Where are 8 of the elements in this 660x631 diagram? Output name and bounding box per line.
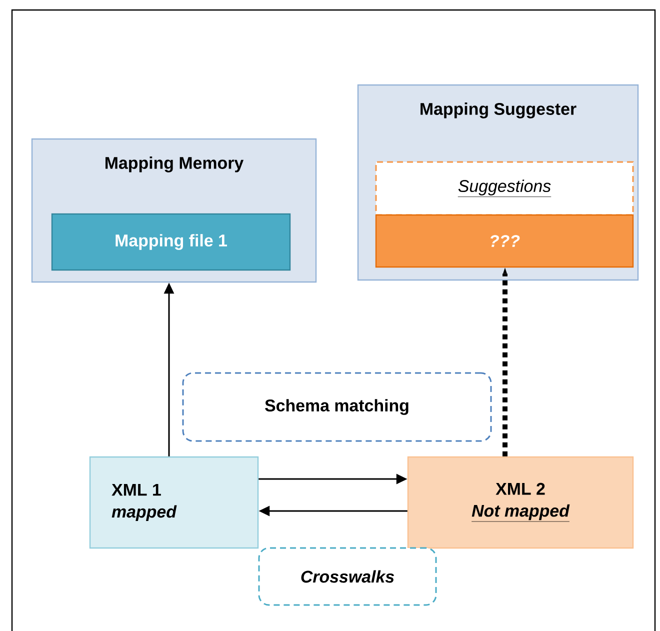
document-box: XML 2 Not mapped	[407, 456, 634, 549]
schema-matching-box: Schema matching	[182, 372, 492, 442]
arrow	[502, 268, 508, 456]
unknown-box: ???	[375, 214, 634, 268]
file-box: Mapping file 1	[51, 213, 291, 271]
crosswalks-box: Crosswalks	[258, 547, 437, 606]
suggestions-box: Suggestions	[375, 161, 634, 216]
document-box: XML 1 mapped	[89, 456, 259, 549]
